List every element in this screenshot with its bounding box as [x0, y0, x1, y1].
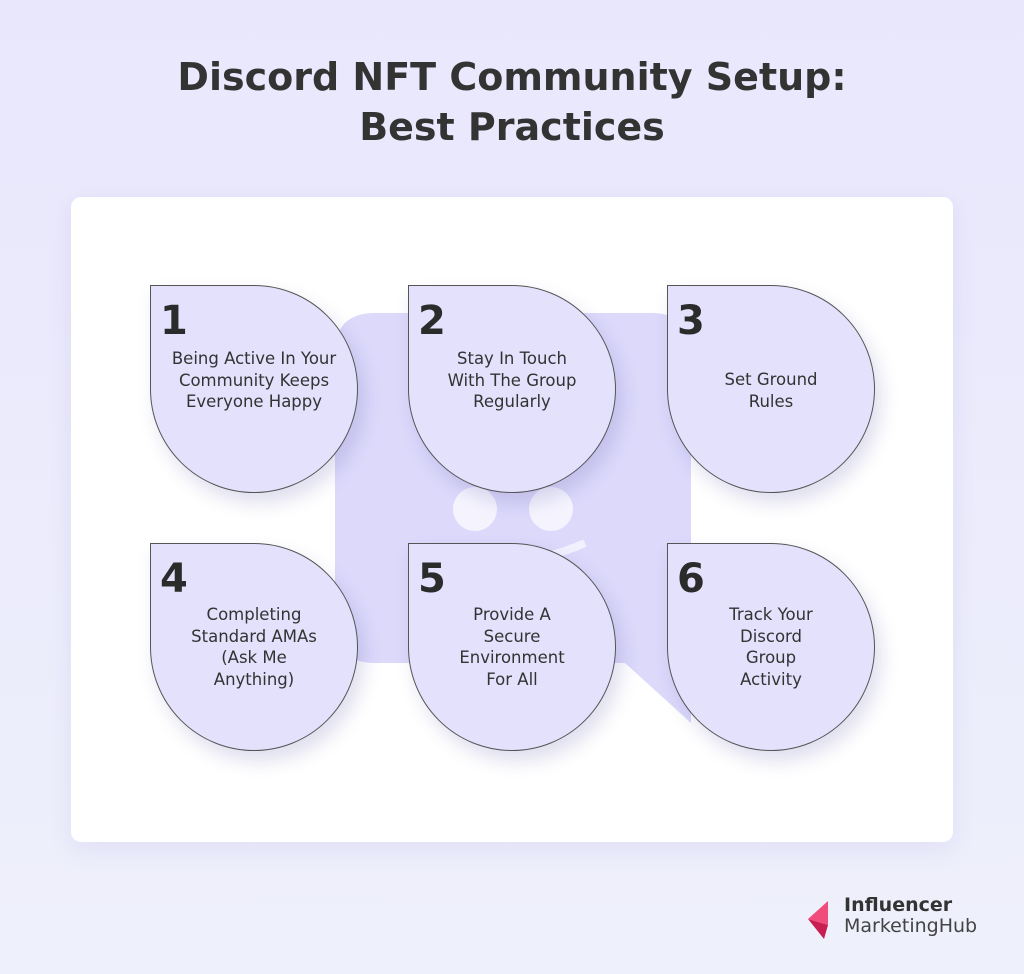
- step-text: Completing Standard AMAs (Ask Me Anythin…: [191, 605, 317, 689]
- brand-diamond-icon: [808, 901, 828, 939]
- step-text: Set Ground Rules: [724, 370, 818, 411]
- step-1: 1 Being Active In Your Community Keeps E…: [150, 285, 358, 493]
- page-title: Discord NFT Community Setup: Best Practi…: [0, 52, 1024, 152]
- brand-logo: Influencer MarketingHub: [806, 893, 977, 939]
- step-number: 4: [160, 556, 188, 602]
- step-6: 6 Track Your Discord Group Activity: [667, 543, 875, 751]
- title-line-2: Best Practices: [359, 105, 665, 149]
- step-text: Stay In Touch With The Group Regularly: [447, 349, 577, 411]
- step-4: 4 Completing Standard AMAs (Ask Me Anyth…: [150, 543, 358, 751]
- step-number: 3: [677, 298, 705, 344]
- step-number: 6: [677, 556, 705, 602]
- brand-line-1: Influencer: [844, 894, 953, 916]
- step-text: Being Active In Your Community Keeps Eve…: [171, 349, 337, 411]
- step-text: Track Your Discord Group Activity: [729, 605, 813, 689]
- step-5: 5 Provide A Secure Environment For All: [408, 543, 616, 751]
- brand-line-2: MarketingHub: [844, 915, 978, 937]
- step-number: 1: [160, 298, 188, 344]
- title-line-1: Discord NFT Community Setup:: [177, 55, 847, 99]
- step-number: 5: [418, 556, 446, 602]
- step-number: 2: [418, 298, 446, 344]
- step-3: 3 Set Ground Rules: [667, 285, 875, 493]
- step-2: 2 Stay In Touch With The Group Regularly: [408, 285, 616, 493]
- step-text: Provide A Secure Environment For All: [459, 605, 565, 689]
